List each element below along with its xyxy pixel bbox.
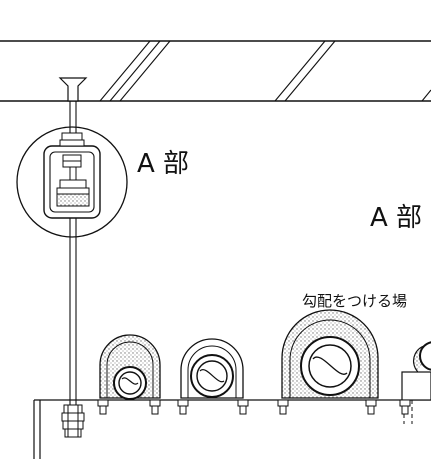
bolt [97,399,109,415]
ceiling-slab [0,40,431,102]
label-detail-a-large: A 部 [370,203,422,233]
label-slope-note: 勾配をつける場 [302,292,407,310]
bolt [149,399,161,415]
pipe-support-3 [281,309,379,399]
bolt [177,399,189,415]
anchor-bolts [97,399,411,415]
bolt [365,399,377,415]
pipe-support-1 [99,334,161,400]
bolt [237,399,249,415]
bolt [277,399,289,415]
ceiling-insert-anchor [58,77,88,102]
pipe-support-4-partial [401,341,431,424]
slab-hatching [99,40,431,102]
detail-circle-a [16,126,128,238]
label-detail-a-small: A 部 [137,149,189,179]
rod-lower-nuts [61,404,85,438]
pipe-support-2 [180,338,244,399]
bolt [399,399,411,415]
